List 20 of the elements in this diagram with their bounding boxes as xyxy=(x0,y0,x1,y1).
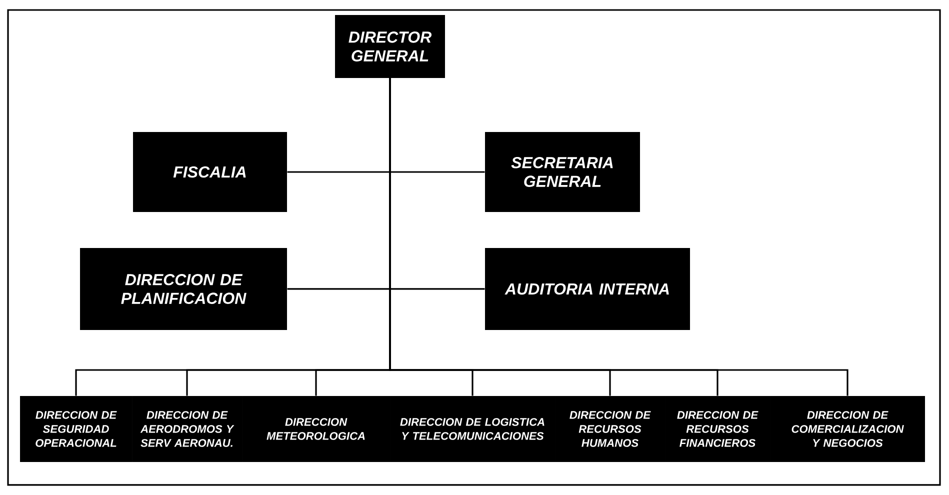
department-box: DIRECCION DE LOGISTICA Y TELECOMUNICACIONES xyxy=(390,396,555,462)
node-label: DIRECCION DE RECURSOS HUMANOS xyxy=(570,411,651,447)
node-label: DIRECCION DE COMERCIALIZACION Y NEGOCIOS xyxy=(792,411,904,447)
org-box: DIRECCION DE PLANIFICACION xyxy=(80,248,287,330)
department-box: DIRECCION METEOROLOGICA xyxy=(242,396,390,462)
department-box: DIRECCION DE COMERCIALIZACION Y NEGOCIOS xyxy=(770,396,925,462)
connector-line xyxy=(389,78,848,396)
node-label: DIRECCION DE LOGISTICA Y TELECOMUNICACIONES xyxy=(400,418,544,440)
department-box: DIRECCION DE SEGURIDAD OPERACIONAL xyxy=(20,396,132,462)
org-box: AUDITORIA INTERNA xyxy=(485,248,690,330)
org-box: SECRETARIA GENERAL xyxy=(485,132,640,212)
node-label: DIRECCION DE SEGURIDAD OPERACIONAL xyxy=(36,411,117,447)
department-box: DIRECCION DE RECURSOS FINANCIEROS xyxy=(665,396,770,462)
org-box: DIRECTOR GENERAL xyxy=(335,15,445,78)
org-box: FISCALIA xyxy=(133,132,287,212)
department-box: DIRECCION DE RECURSOS HUMANOS xyxy=(555,396,665,462)
department-box: DIRECCION DE AERODROMOS Y SERV AERONAU. xyxy=(132,396,242,462)
node-label: DIRECCION METEOROLOGICA xyxy=(266,418,365,440)
node-label: DIRECCION DE RECURSOS FINANCIEROS xyxy=(677,411,758,447)
node-label: DIRECCION DE AERODROMOS Y SERV AERONAU. xyxy=(140,411,234,447)
